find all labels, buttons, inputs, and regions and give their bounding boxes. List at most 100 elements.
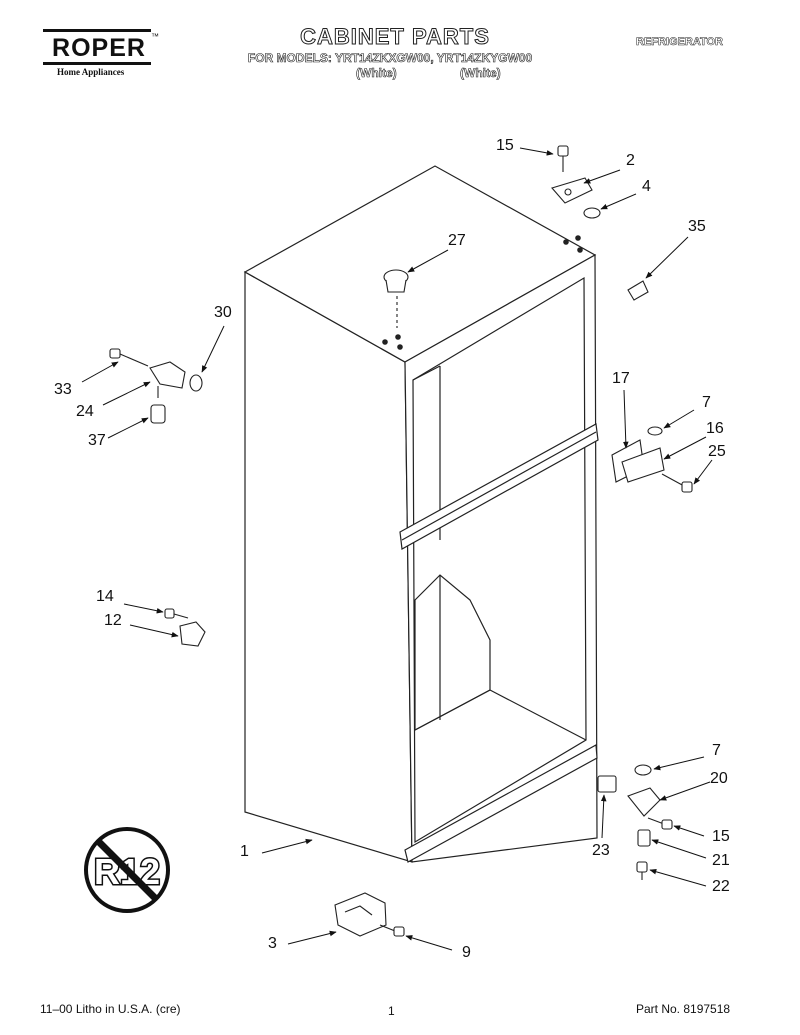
leader-12 bbox=[129, 624, 179, 638]
leader-14 bbox=[123, 603, 164, 614]
part-center-hinge-16 bbox=[621, 447, 665, 483]
part-bracket-12 bbox=[179, 621, 206, 647]
leader-2 bbox=[583, 169, 621, 184]
leader-7-bottom bbox=[653, 756, 705, 771]
logo-top-bar bbox=[43, 29, 151, 32]
part-spacer-37 bbox=[150, 404, 166, 424]
leader-20 bbox=[659, 781, 711, 801]
part-screw-14 bbox=[164, 608, 189, 619]
no-r12-badge: R12 bbox=[84, 827, 170, 913]
callout-37: 37 bbox=[88, 432, 106, 449]
logo-bottom-bar bbox=[43, 62, 151, 65]
top-hole-2 bbox=[395, 334, 401, 340]
part-bottom-bracket-3 bbox=[334, 892, 387, 937]
footer-litho: 11–00 Litho in U.S.A. (cre) bbox=[40, 1002, 181, 1016]
cabinet-body bbox=[243, 165, 599, 863]
interior-top-edge bbox=[412, 365, 441, 381]
part-screw-33 bbox=[109, 348, 149, 367]
callout-20: 20 bbox=[710, 770, 728, 787]
part-screw-15-bottom bbox=[647, 817, 673, 830]
leader-37 bbox=[107, 417, 149, 439]
leader-35 bbox=[645, 236, 689, 279]
callout-22: 22 bbox=[712, 878, 730, 895]
leader-24 bbox=[102, 381, 151, 406]
leader-17 bbox=[622, 389, 629, 449]
part-washer-7-bottom bbox=[634, 764, 652, 776]
part-screw-25 bbox=[661, 473, 693, 493]
logo-wordmark: ROPER bbox=[52, 34, 146, 62]
no-r12-slash bbox=[95, 838, 159, 902]
callout-30: 30 bbox=[214, 304, 232, 321]
callout-27: 27 bbox=[448, 232, 466, 249]
part-leveler-21 bbox=[637, 829, 651, 847]
model-variant-2: (White) bbox=[460, 66, 501, 81]
leader-16 bbox=[663, 436, 707, 460]
category-label: REFRIGERATOR bbox=[636, 36, 724, 49]
leader-21 bbox=[651, 839, 707, 859]
parts bbox=[109, 145, 693, 937]
callout-16: 16 bbox=[706, 420, 724, 437]
part-plug-27 bbox=[383, 269, 409, 293]
part-cap-35 bbox=[627, 280, 649, 301]
callout-2: 2 bbox=[626, 152, 635, 169]
leader-1 bbox=[261, 838, 313, 854]
leader-23 bbox=[600, 794, 607, 839]
part-washer-7-top bbox=[647, 426, 663, 436]
leader-4 bbox=[600, 193, 637, 210]
callout-25: 25 bbox=[708, 443, 726, 460]
callout-3: 3 bbox=[268, 935, 277, 952]
callout-24: 24 bbox=[76, 403, 94, 420]
callout-35: 35 bbox=[688, 218, 706, 235]
interior-floor-edge bbox=[414, 689, 587, 741]
top-hole-6 bbox=[575, 235, 581, 241]
cabinet-left-side bbox=[244, 270, 413, 863]
callout-17: 17 bbox=[612, 370, 630, 387]
logo-trademark: ™ bbox=[151, 32, 159, 41]
callout-7-bottom: 7 bbox=[712, 742, 721, 759]
part-screw-22 bbox=[636, 861, 648, 880]
callout-9: 9 bbox=[462, 944, 471, 961]
top-hole-3 bbox=[397, 344, 403, 350]
leader-3 bbox=[287, 930, 337, 945]
footer-page-number: 1 bbox=[388, 1004, 395, 1018]
bottom-rail bbox=[404, 744, 598, 863]
callout-4: 4 bbox=[642, 178, 651, 195]
part-3-detail bbox=[344, 905, 373, 916]
models-line: FOR MODELS: YRT14ZKXGW00, YRT14ZKYGW00 bbox=[247, 51, 533, 66]
leader-22 bbox=[649, 869, 707, 887]
callout-12: 12 bbox=[104, 612, 122, 629]
model-variant-1: (White) bbox=[356, 66, 397, 81]
callout-15-bottom: 15 bbox=[712, 828, 730, 845]
leader-33 bbox=[81, 361, 119, 383]
callout-1: 1 bbox=[240, 843, 249, 860]
callout-7-top: 7 bbox=[702, 394, 711, 411]
roper-logo: ROPER ™ Home Appliances bbox=[43, 29, 159, 77]
leader-25 bbox=[693, 459, 713, 485]
logo-tagline: Home Appliances bbox=[57, 67, 125, 77]
callout-23: 23 bbox=[592, 842, 610, 859]
part-hinge-pin-24 bbox=[149, 361, 186, 389]
leader-15-top bbox=[519, 147, 554, 156]
footer-part-number: Part No. 8197518 bbox=[636, 1002, 731, 1016]
page-title: CABINET PARTS bbox=[300, 24, 490, 50]
top-hole-1 bbox=[382, 339, 388, 345]
part-screw-9 bbox=[379, 924, 405, 937]
leader-lines bbox=[81, 147, 713, 951]
part-bottom-hinge-20 bbox=[627, 787, 661, 817]
top-hole-5 bbox=[577, 247, 583, 253]
leader-9 bbox=[405, 935, 453, 951]
leader-15-bottom bbox=[673, 825, 705, 837]
part-bushing-30 bbox=[189, 374, 203, 392]
callout-15-top: 15 bbox=[496, 137, 514, 154]
callout-33: 33 bbox=[54, 381, 72, 398]
leader-7-top bbox=[663, 409, 695, 429]
part-screw-15-top bbox=[557, 145, 569, 172]
leader-27 bbox=[407, 249, 449, 273]
part-top-hinge-2 bbox=[551, 177, 593, 204]
part-top-hinge-hole bbox=[564, 188, 572, 196]
callout-21: 21 bbox=[712, 852, 730, 869]
leader-30 bbox=[201, 325, 225, 373]
part-washer-4 bbox=[583, 207, 601, 219]
callout-14: 14 bbox=[96, 588, 114, 605]
